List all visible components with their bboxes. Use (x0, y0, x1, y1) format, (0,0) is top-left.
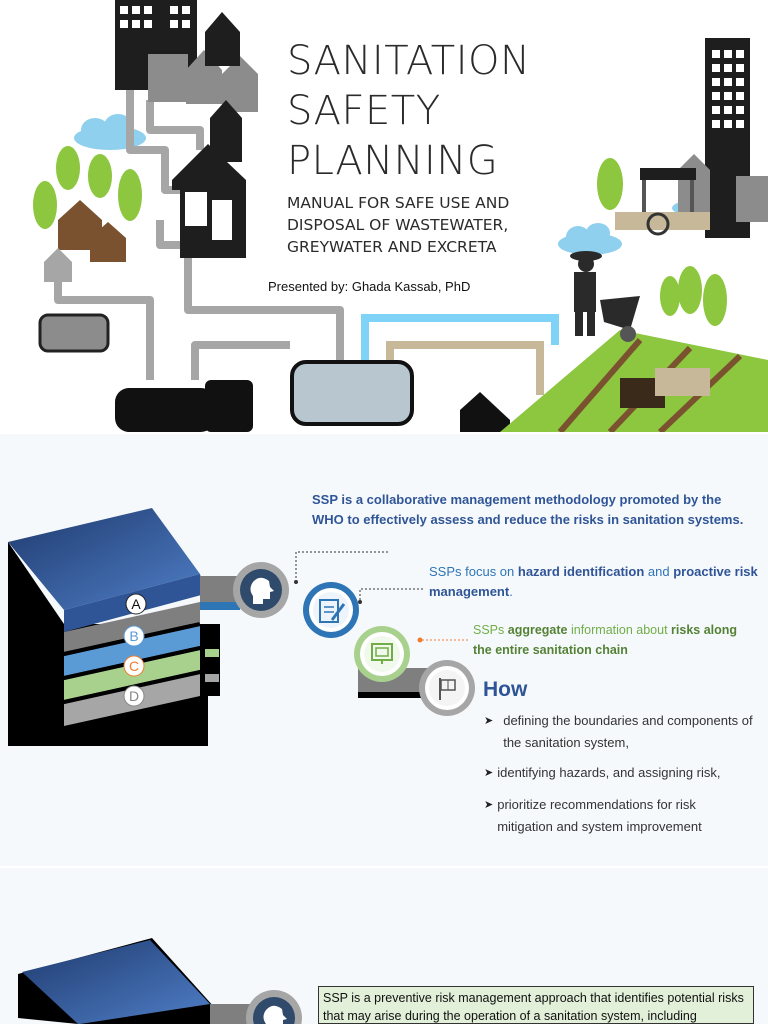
presentation-icon (354, 626, 410, 682)
layer-label-d: D (129, 688, 139, 704)
ssp-definition-box: SSP is a preventive risk management appr… (318, 986, 754, 1024)
layer-label-b: B (129, 628, 138, 644)
market-stall-icon (615, 168, 710, 236)
slide-title: SANITATION SAFETY PLANNING (287, 38, 531, 184)
how-item: ➤prioritize recommendations for risk mit… (484, 797, 702, 834)
ssp-focus-text: SSPs focus on hazard identification and … (429, 564, 758, 599)
how-item: ➤identifying hazards, and assigning risk… (484, 765, 721, 780)
head-gears-icon (233, 562, 289, 618)
flag-icon (419, 660, 475, 716)
ssp-intro-text: SSP is a collaborative management method… (312, 492, 744, 527)
tree-icon (33, 146, 727, 326)
layer-b (64, 626, 200, 676)
presenter-line: Presented by: Ghada Kassab, PhD (268, 279, 471, 294)
ssp-aggregate-text: SSPs aggregate information about risks a… (473, 623, 738, 657)
farmer-icon (570, 251, 640, 342)
layered-diagram-partial (18, 938, 302, 1024)
edit-document-icon (303, 582, 359, 638)
how-item: ➤defining the boundaries and components … (484, 713, 753, 750)
layer-label-c: C (129, 658, 139, 674)
layered-diagram: A B C D (8, 508, 475, 746)
ssp-overview-slide: A B C D SSP is a collaborative managemen… (0, 434, 768, 866)
how-heading: How (483, 678, 528, 701)
sanitation-illustration (33, 0, 768, 432)
layer-label-a: A (131, 596, 141, 612)
truck-icon (115, 380, 510, 432)
slide-subtitle: MANUAL FOR SAFE USE AND DISPOSAL OF WAST… (287, 194, 510, 256)
title-slide: SANITATION SAFETY PLANNING MANUAL FOR SA… (0, 0, 768, 432)
head-gears-icon (246, 990, 302, 1024)
ssp-definition-slide: SSP is a preventive risk management appr… (0, 868, 768, 1024)
